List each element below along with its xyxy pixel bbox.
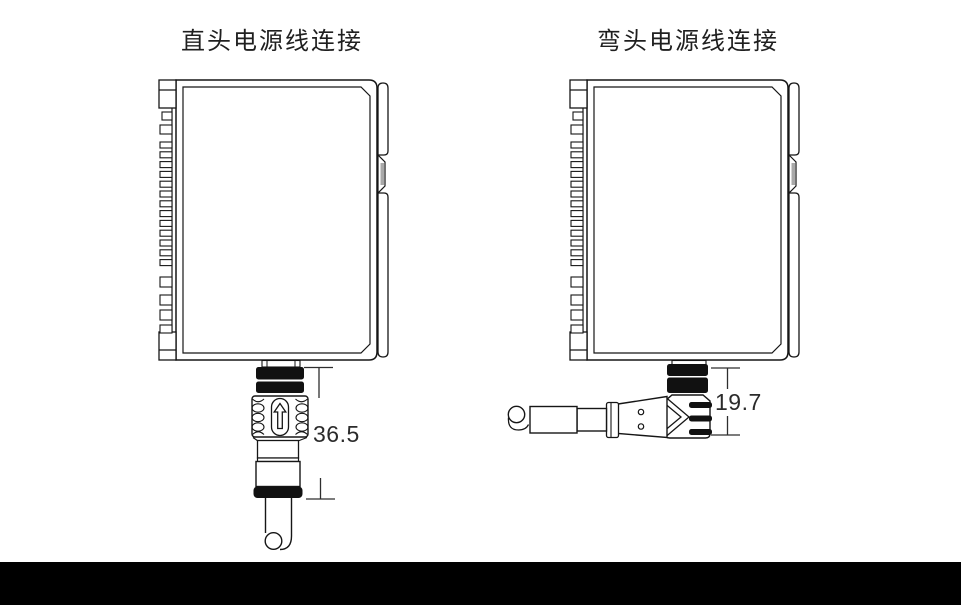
cable-end-curl	[507, 405, 526, 424]
device-module-right	[569, 79, 800, 361]
connector-stub	[261, 359, 301, 368]
collar-ring	[605, 401, 620, 439]
dimension-lines-elbow	[711, 367, 740, 436]
straight-cable-connector	[251, 359, 309, 551]
cable-collar	[253, 486, 303, 498]
connector-nut-lower	[256, 381, 304, 393]
taper-section	[617, 395, 668, 439]
dimension-lines-straight	[304, 366, 335, 500]
grip-slot	[270, 397, 290, 437]
connector-nut-upper	[256, 367, 304, 380]
strain-relief	[255, 460, 301, 488]
cable-sleeve	[529, 405, 578, 434]
dimension-label-elbow: 19.7	[713, 389, 764, 416]
connector-nut-lower	[667, 377, 708, 393]
cable-end-curl	[264, 532, 283, 551]
up-arrow-icon	[272, 402, 288, 430]
connector-nut-upper	[667, 364, 708, 376]
cable-barrel	[576, 407, 608, 432]
diagram-title-elbow: 弯头电源线连接	[597, 28, 779, 55]
device-module-left	[158, 79, 389, 361]
footer-bar	[0, 562, 961, 605]
elbow-fold-lines	[665, 397, 691, 437]
dimension-label-straight: 36.5	[311, 421, 362, 448]
diagram-title-straight: 直头电源线连接	[181, 28, 363, 55]
elbow-cable-connector	[507, 359, 712, 439]
